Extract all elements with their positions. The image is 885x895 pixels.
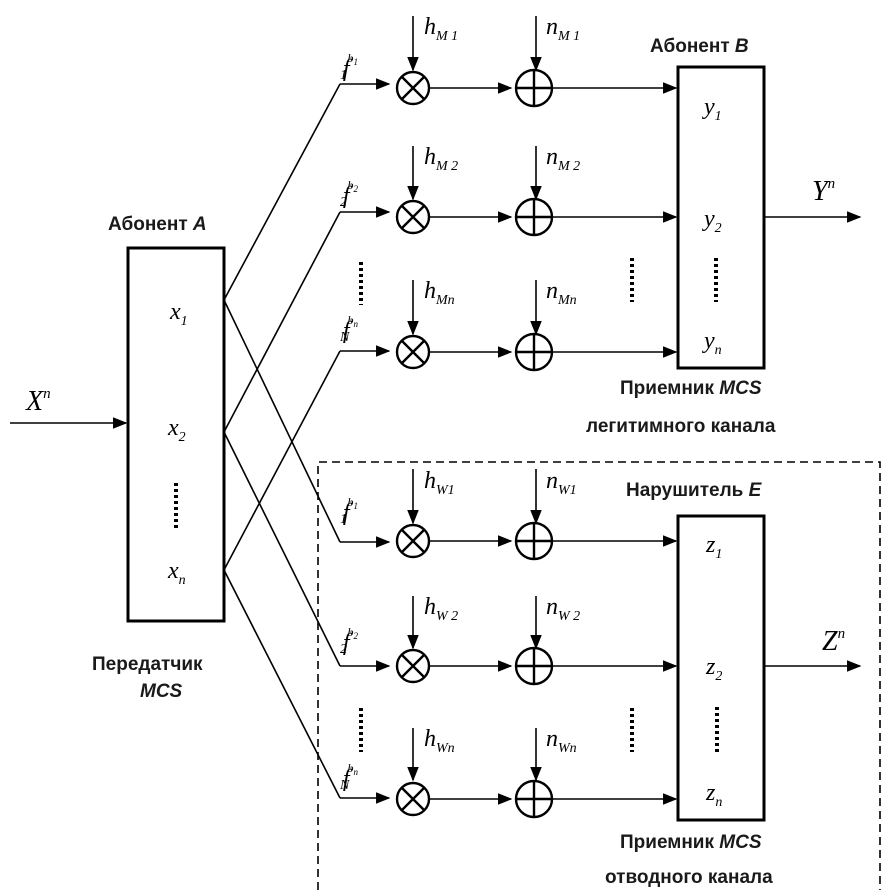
transmitter-caption-mcs: MCS	[140, 681, 183, 702]
x2-label: x2	[167, 415, 186, 445]
eaves-nn-label: nWn	[546, 726, 577, 756]
legit-h1-label: hM 1	[424, 14, 458, 44]
routing-lines	[223, 83, 341, 799]
legit-n1-label: nM 1	[546, 14, 580, 44]
z2-label: z2	[705, 654, 722, 684]
yn-label: yn	[702, 328, 722, 358]
y2-label: y2	[702, 206, 722, 236]
transmitter-title: Абонент A	[108, 214, 207, 235]
eaves-h2-label: hW 2	[424, 594, 458, 624]
legit-branch-n	[340, 280, 678, 372]
x1-label: x1	[169, 299, 188, 329]
legit-output-symbol: Yn	[812, 176, 835, 207]
eaves-h1-label: hW1	[424, 468, 455, 498]
legit-hn-label: hMn	[424, 278, 455, 308]
eaves-caption: Приемник MCS	[620, 832, 762, 853]
legit-n2-label: nM 2	[546, 144, 580, 174]
input-symbol: Xn	[25, 386, 51, 417]
transmitter-box	[126, 246, 226, 623]
legit-h2-label: hM 2	[424, 144, 458, 174]
xn-label: xn	[167, 558, 186, 588]
transmitter-caption: Передатчик	[92, 654, 203, 675]
eaves-hn-label: hWn	[424, 726, 455, 756]
eavesdropper-region	[317, 461, 881, 890]
zn-label: zn	[705, 780, 722, 810]
legit-branch-2	[340, 146, 678, 237]
eaves-output-symbol: Zn	[822, 626, 845, 657]
eaves-branch-2	[340, 596, 678, 686]
z1-label: z1	[705, 532, 722, 562]
eaves-n1-label: nW1	[546, 468, 577, 498]
eaves-branch-1	[340, 469, 678, 561]
eaves-title: Нарушитель E	[626, 480, 763, 501]
eaves-caption-line2: отводного канала	[605, 867, 773, 888]
legit-caption-line2: легитимного канала	[586, 416, 776, 437]
eaves-n2-label: nW 2	[546, 594, 580, 624]
legit-caption: Приемник MCS	[620, 378, 762, 399]
eaves-receiver-box	[676, 514, 766, 822]
legit-branch-1	[340, 16, 678, 108]
legit-receiver-title: Абонент B	[650, 36, 749, 57]
eaves-branch-n	[340, 728, 678, 819]
legit-nn-label: nMn	[546, 278, 577, 308]
y1-label: y1	[702, 94, 722, 124]
